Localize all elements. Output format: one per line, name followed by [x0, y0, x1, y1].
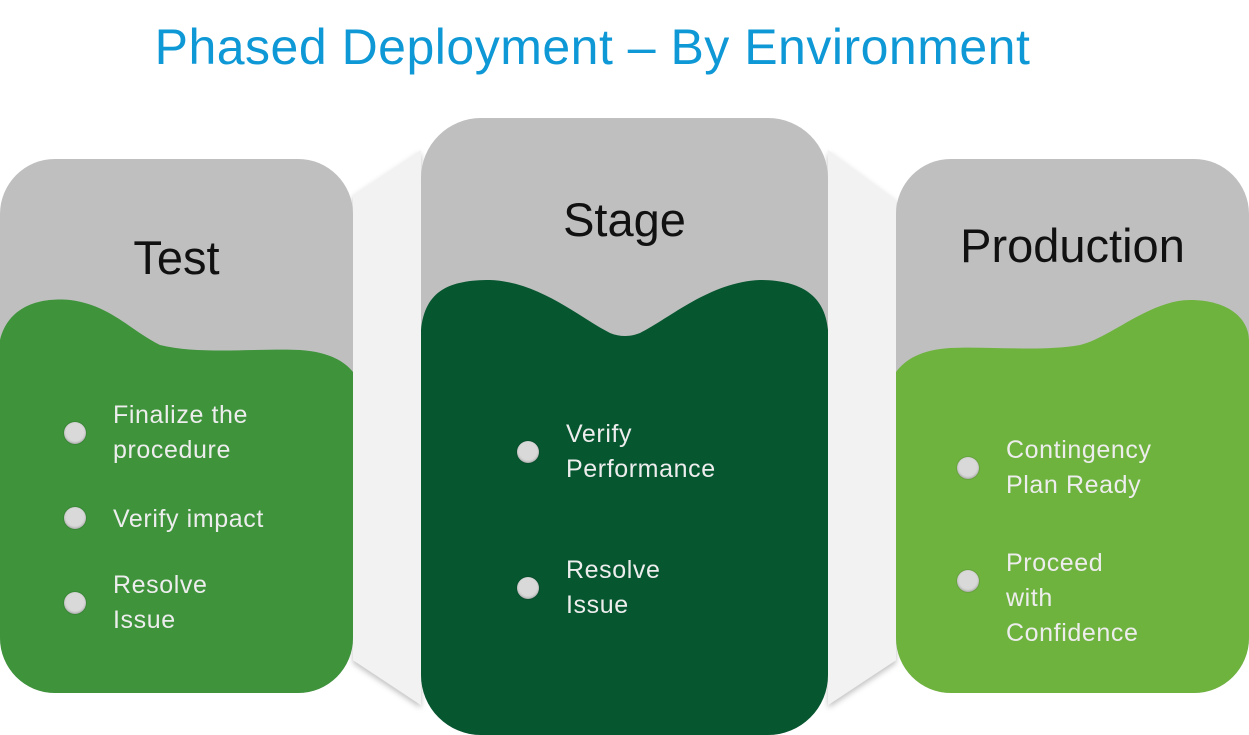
- list-item: Contingency Plan Ready: [1006, 436, 1152, 499]
- list-item: Resolve Issue: [113, 571, 208, 634]
- card-test: [0, 159, 353, 693]
- card-test-title: Test: [133, 231, 220, 284]
- connector-test-stage: [353, 150, 421, 705]
- bullet-dot-icon: [64, 592, 86, 614]
- page-title: Phased Deployment – By Environment: [154, 19, 1031, 75]
- bullet-dot-icon: [957, 570, 979, 592]
- card-production-body: [896, 300, 1249, 693]
- bullet-dot-icon: [64, 422, 86, 444]
- card-stage-title: Stage: [563, 193, 686, 246]
- list-item: Verify impact: [113, 505, 264, 533]
- bullet-dot-icon: [517, 441, 539, 463]
- list-item: Proceed with Confidence: [1006, 549, 1139, 647]
- card-stage-body: [421, 280, 828, 735]
- bullet-dot-icon: [517, 577, 539, 599]
- list-item: Finalize the procedure: [113, 401, 249, 464]
- card-production-title: Production: [960, 219, 1185, 272]
- connector-stage-production: [828, 150, 896, 705]
- list-item: Verify Performance: [566, 420, 716, 483]
- bullet-dot-icon: [64, 507, 86, 529]
- bullet-dot-icon: [957, 457, 979, 479]
- card-production: [896, 159, 1249, 693]
- card-test-body: [0, 299, 353, 693]
- card-stage: [421, 118, 828, 735]
- list-item: Resolve Issue: [566, 556, 661, 619]
